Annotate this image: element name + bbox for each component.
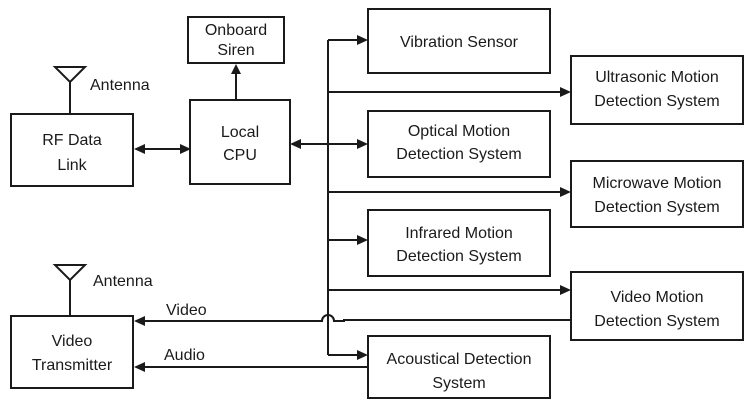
arrowhead bbox=[180, 144, 191, 154]
arrowhead bbox=[560, 187, 571, 197]
ultrasonic-motion-line-2: Detection System bbox=[594, 93, 719, 110]
video-transmitter-block: Video Transmitter bbox=[10, 315, 134, 389]
rf-data-link-line-2: Link bbox=[57, 157, 87, 174]
local-cpu-line-2: CPU bbox=[223, 147, 257, 164]
arrowhead bbox=[357, 139, 368, 149]
optical-motion-line-1: Optical Motion bbox=[408, 123, 510, 140]
arrowhead bbox=[357, 235, 368, 245]
arrowhead bbox=[231, 64, 241, 74]
video-motion-block: Video Motion Detection System bbox=[570, 271, 744, 341]
arrowhead bbox=[134, 362, 145, 372]
local-cpu-line-1: Local bbox=[221, 124, 259, 141]
infrared-motion-line-2: Detection System bbox=[396, 248, 521, 265]
video-motion-line-2: Detection System bbox=[594, 313, 719, 330]
infrared-motion-block: Infrared Motion Detection System bbox=[367, 209, 551, 277]
acoustical-detection-block: Acoustical Detection System bbox=[367, 335, 551, 399]
vibration-sensor-block: Vibration Sensor bbox=[367, 8, 551, 74]
infrared-motion-line-1: Infrared Motion bbox=[405, 225, 513, 242]
ultrasonic-motion-line-1: Ultrasonic Motion bbox=[595, 69, 719, 86]
arrowhead bbox=[290, 139, 301, 149]
arrowhead bbox=[560, 87, 571, 97]
audio-signal-label: Audio bbox=[164, 347, 205, 364]
video-signal-label: Video bbox=[166, 302, 207, 319]
microwave-motion-line-1: Microwave Motion bbox=[593, 175, 722, 192]
antenna-label-top: Antenna bbox=[90, 77, 150, 94]
antenna-icon bbox=[52, 264, 88, 315]
acoustical-detection-line-2: System bbox=[432, 375, 485, 392]
local-cpu-block: Local CPU bbox=[189, 99, 291, 185]
arrowhead bbox=[560, 285, 571, 295]
vibration-sensor-line-1: Vibration Sensor bbox=[400, 34, 519, 51]
optical-motion-line-2: Detection System bbox=[396, 146, 521, 163]
rf-data-link-block: RF Data Link bbox=[10, 113, 134, 187]
arrowhead bbox=[357, 35, 368, 45]
video-transmitter-line-1: Video bbox=[52, 333, 93, 350]
video-motion-line-1: Video Motion bbox=[610, 289, 703, 306]
arrowhead bbox=[134, 316, 145, 326]
video-transmitter-line-2: Transmitter bbox=[32, 357, 113, 374]
arrowhead bbox=[134, 144, 145, 154]
video-signal-wire bbox=[143, 314, 571, 322]
rf-data-link-line-1: RF Data bbox=[42, 132, 102, 149]
onboard-siren-block: Onboard Siren bbox=[187, 16, 285, 64]
optical-motion-block: Optical Motion Detection System bbox=[367, 110, 551, 178]
onboard-siren-line-2: Siren bbox=[217, 42, 254, 59]
acoustical-detection-line-1: Acoustical Detection bbox=[387, 351, 532, 368]
antenna-label-bottom: Antenna bbox=[93, 273, 153, 290]
antenna-icon bbox=[52, 66, 88, 113]
microwave-motion-line-2: Detection System bbox=[594, 199, 719, 216]
microwave-motion-block: Microwave Motion Detection System bbox=[570, 160, 744, 228]
ultrasonic-motion-block: Ultrasonic Motion Detection System bbox=[570, 55, 744, 125]
arrowhead bbox=[357, 350, 368, 360]
onboard-siren-line-1: Onboard bbox=[205, 22, 267, 39]
